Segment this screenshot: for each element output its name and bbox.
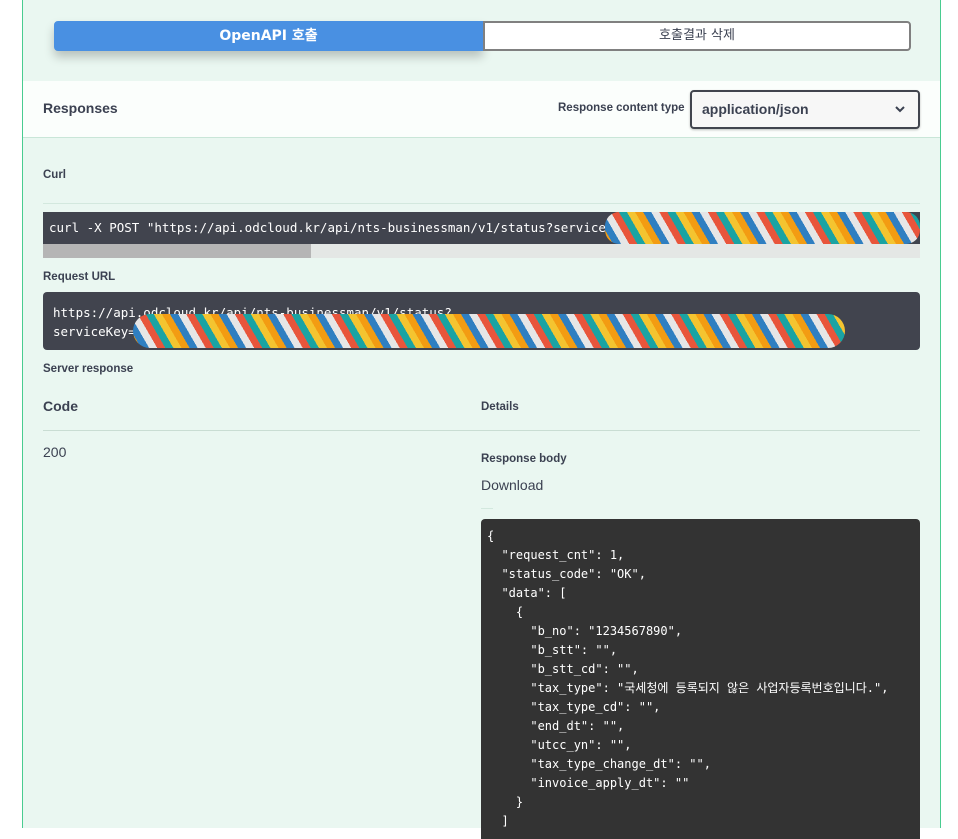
- responses-header: Responses Response content type applicat…: [23, 81, 940, 138]
- chevron-down-icon: [894, 92, 906, 141]
- response-body-label: Response body: [481, 453, 567, 465]
- operation-panel: OpenAPI 호출 호출결과 삭제 Responses Response co…: [22, 0, 941, 839]
- server-response-label: Server response: [43, 363, 134, 375]
- execute-button[interactable]: OpenAPI 호출: [54, 21, 483, 51]
- response-code: 200: [43, 444, 67, 460]
- details-column-header: Details: [481, 401, 519, 413]
- response-body[interactable]: { "request_cnt": 1, "status_code": "OK",…: [481, 519, 920, 839]
- curl-label: Curl: [43, 169, 66, 181]
- responses-title: Responses: [43, 100, 118, 116]
- execute-button-group: OpenAPI 호출 호출결과 삭제: [54, 21, 911, 51]
- curl-scrollbar[interactable]: [43, 244, 920, 258]
- request-url-label: Request URL: [43, 271, 116, 283]
- table-header-divider: [43, 430, 920, 431]
- download-link[interactable]: Download: [481, 477, 544, 493]
- content-type-value: application/json: [702, 101, 809, 117]
- code-column-header: Code: [43, 398, 78, 414]
- scrollbar-thumb[interactable]: [43, 244, 311, 258]
- content-type-label: Response content type: [558, 102, 685, 114]
- content-type-select[interactable]: application/json: [690, 90, 920, 129]
- redaction-mark: [605, 212, 920, 244]
- download-divider: [481, 508, 493, 509]
- redaction-mark: [133, 314, 845, 348]
- curl-divider: [43, 203, 920, 204]
- clear-button[interactable]: 호출결과 삭제: [483, 21, 911, 51]
